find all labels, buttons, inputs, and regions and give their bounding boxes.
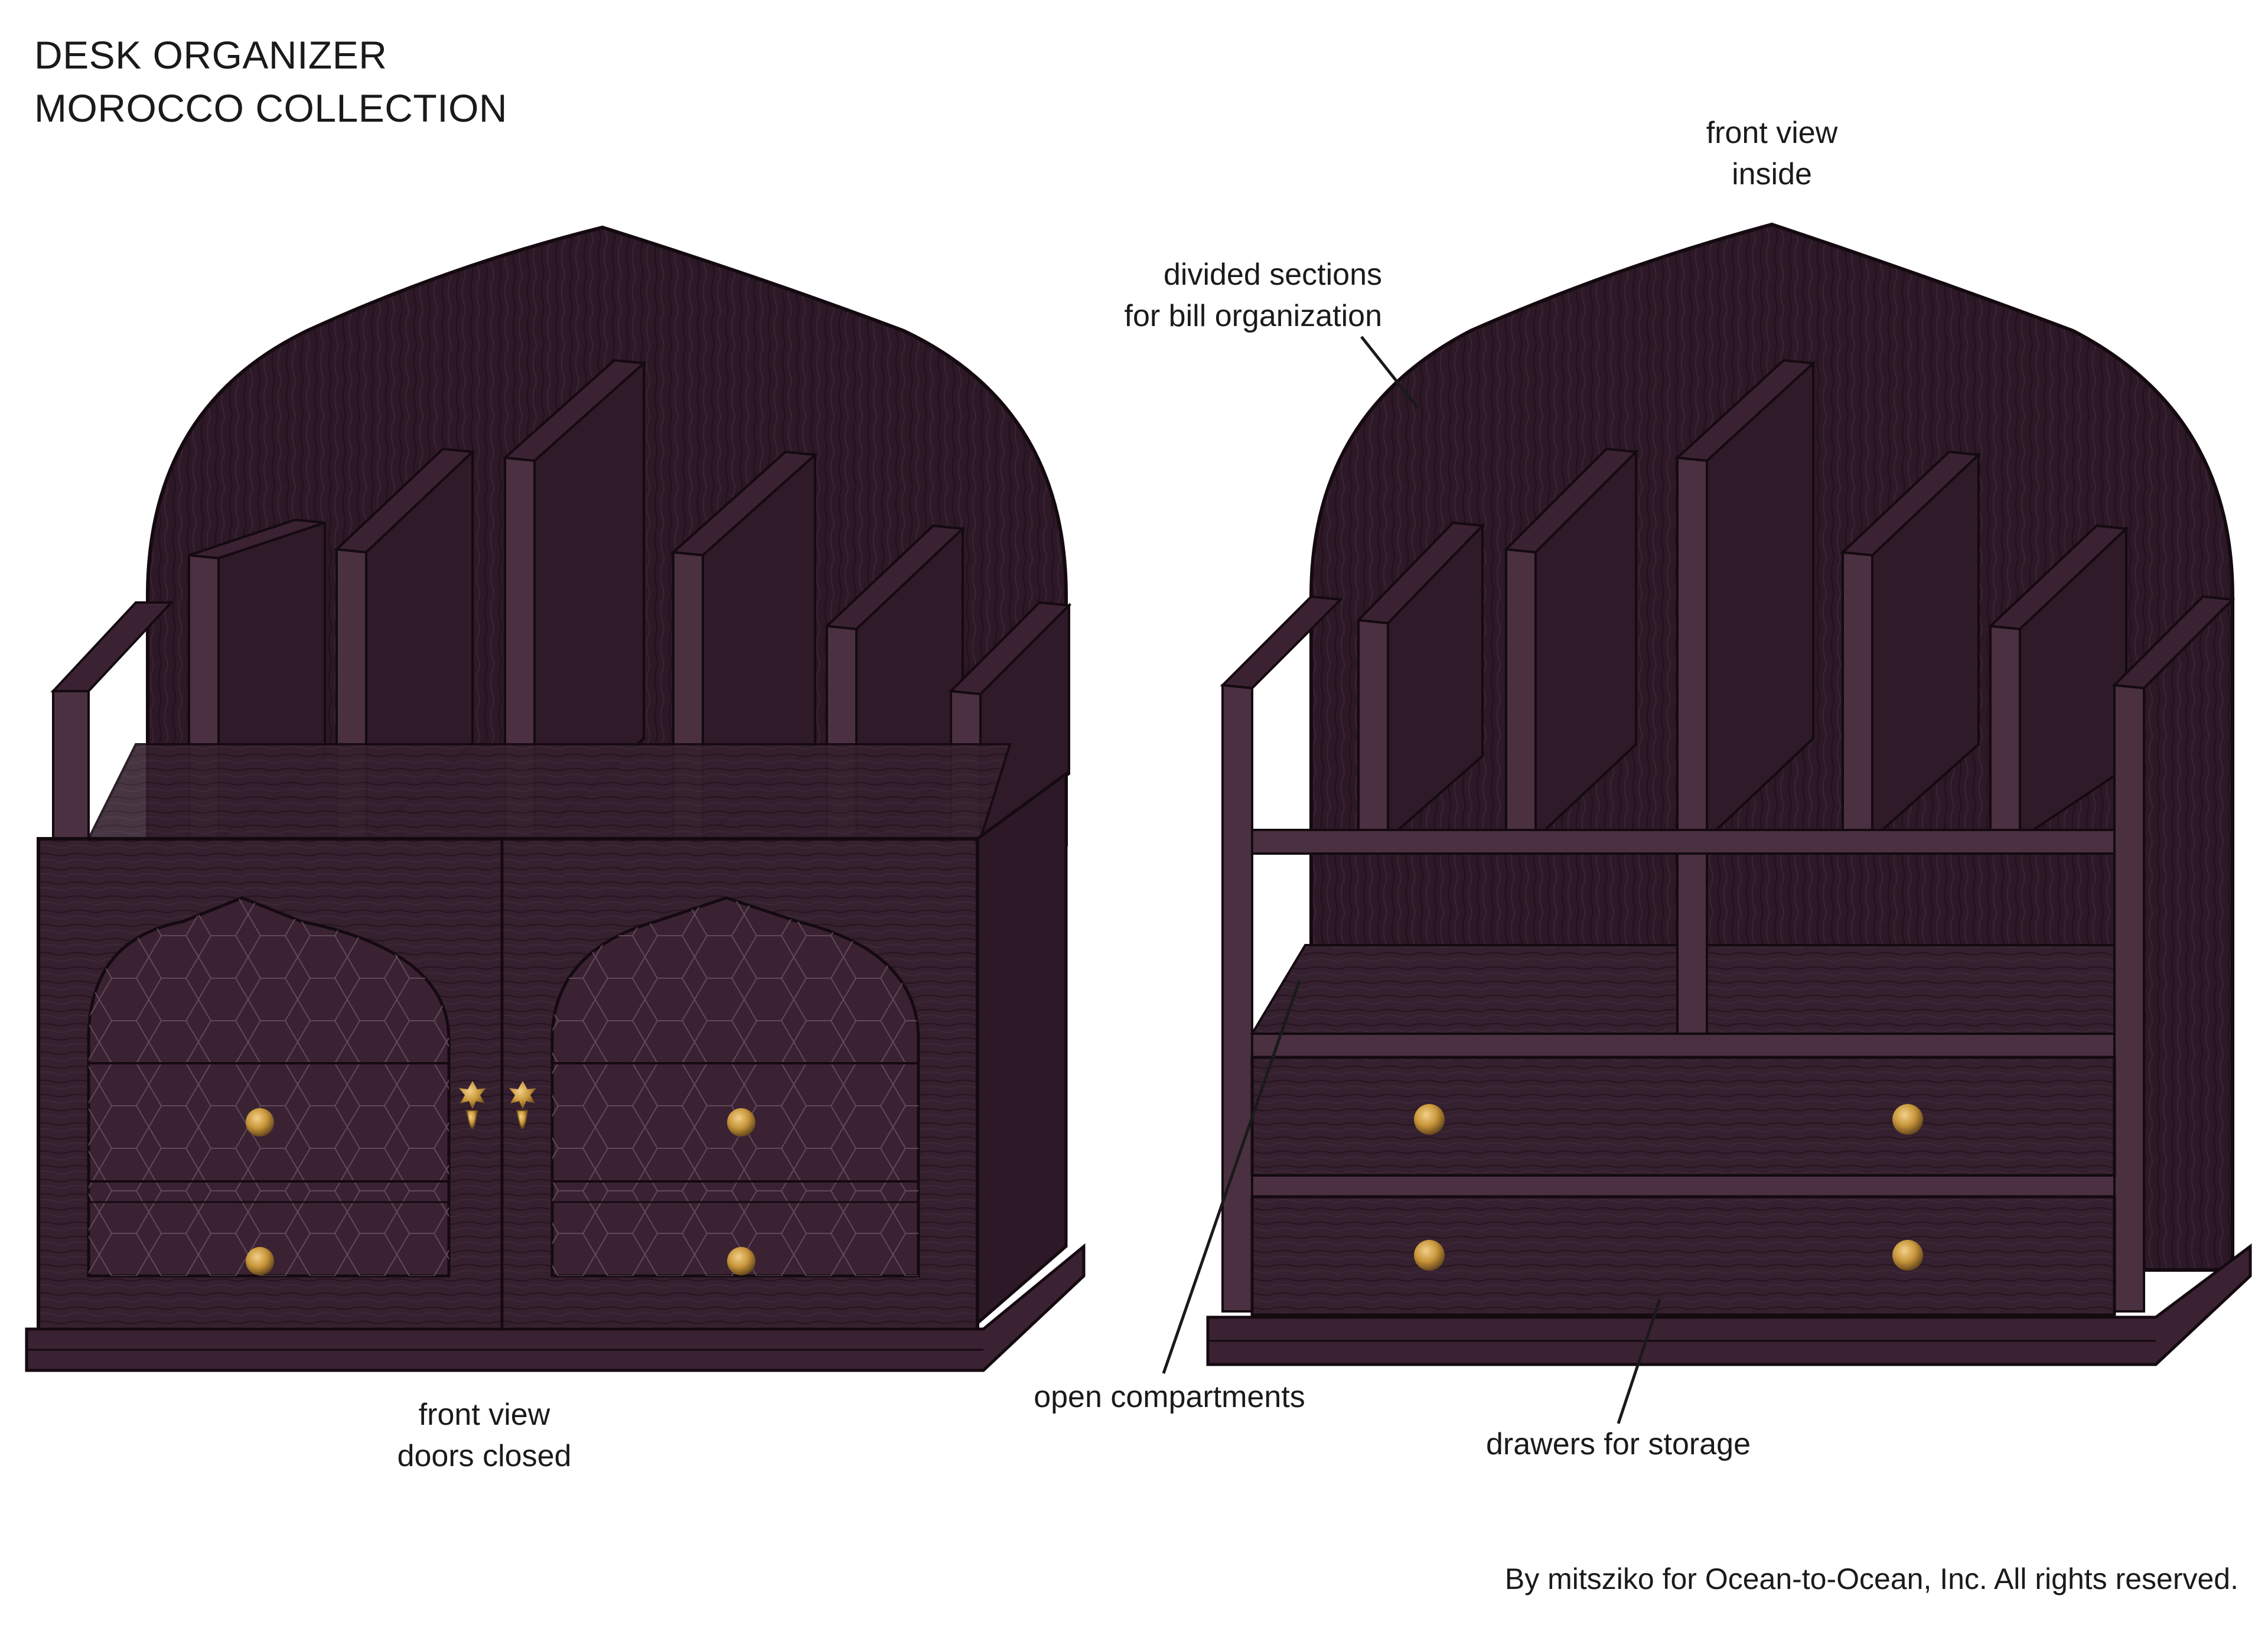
inside-drawer-bottom [1250,1195,2116,1317]
open-compartments-callout: open compartments [1004,1376,1335,1418]
closed-right-knob-bottom [727,1247,755,1275]
closed-dividers [50,359,1072,842]
page-title: DESK ORGANIZER MOROCCO COLLECTION [34,28,507,135]
closed-right-door [550,896,920,1278]
closed-left-door [87,896,451,1278]
closed-base [25,1243,1086,1372]
closed-view-caption: front view doors closed [366,1394,602,1477]
inside-top-shelf [1251,829,2116,855]
closed-left-knob-bottom [246,1247,274,1275]
drawer-bottom-knob-left [1414,1240,1445,1271]
inside-center-post [1676,852,1708,1035]
drawer-top-knob-right [1892,1104,1923,1135]
inside-caption-line-1: front view [1706,116,1838,150]
closed-door-pulls [459,1081,536,1129]
organizer-inside-view [1206,222,2252,1366]
inside-dividers [1220,359,2236,1313]
drawers-callout: drawers for storage [1453,1424,1784,1465]
drawers-callout-text: drawers for storage [1486,1427,1751,1461]
inside-drawer-rail [1251,1174,2116,1198]
divided-leader [1360,336,1419,409]
organizer-closed-view [25,225,1086,1372]
open-compartments-leader [1162,980,1301,1374]
inside-caption-line-2: inside [1732,157,1812,191]
drawer-bottom-knob-right [1892,1240,1923,1271]
inside-base [1206,1243,2252,1366]
drawer-top-knob-left [1414,1104,1445,1135]
closed-cabinet-side [976,771,1068,1327]
closed-caption-line-2: doors closed [397,1439,572,1473]
inside-view-caption: front view inside [1677,112,1866,195]
closed-left-knob-top [246,1108,274,1136]
drawers-leader [1617,1299,1661,1424]
credit-text: By mitsziko for Ocean-to-Ocean, Inc. All… [1504,1562,2238,1595]
closed-caption-line-1: front view [418,1398,550,1432]
credit-line: By mitsziko for Ocean-to-Ocean, Inc. All… [1299,1559,2238,1598]
divided-callout-line-1: divided sections [1164,258,1382,292]
closed-slot-floor [86,743,1012,840]
title-line-2: MOROCCO COLLECTION [34,86,508,130]
open-callout-text: open compartments [1034,1380,1305,1414]
divided-sections-callout: divided sections for bill organization [1051,254,1382,337]
title-line-1: DESK ORGANIZER [34,33,387,77]
inside-mid-rail [1251,1033,2116,1059]
divided-callout-line-2: for bill organization [1124,299,1382,333]
closed-right-knob-top [727,1108,755,1136]
inside-drawer-top [1250,1056,2116,1177]
callout-leader-lines [1162,336,1661,1424]
